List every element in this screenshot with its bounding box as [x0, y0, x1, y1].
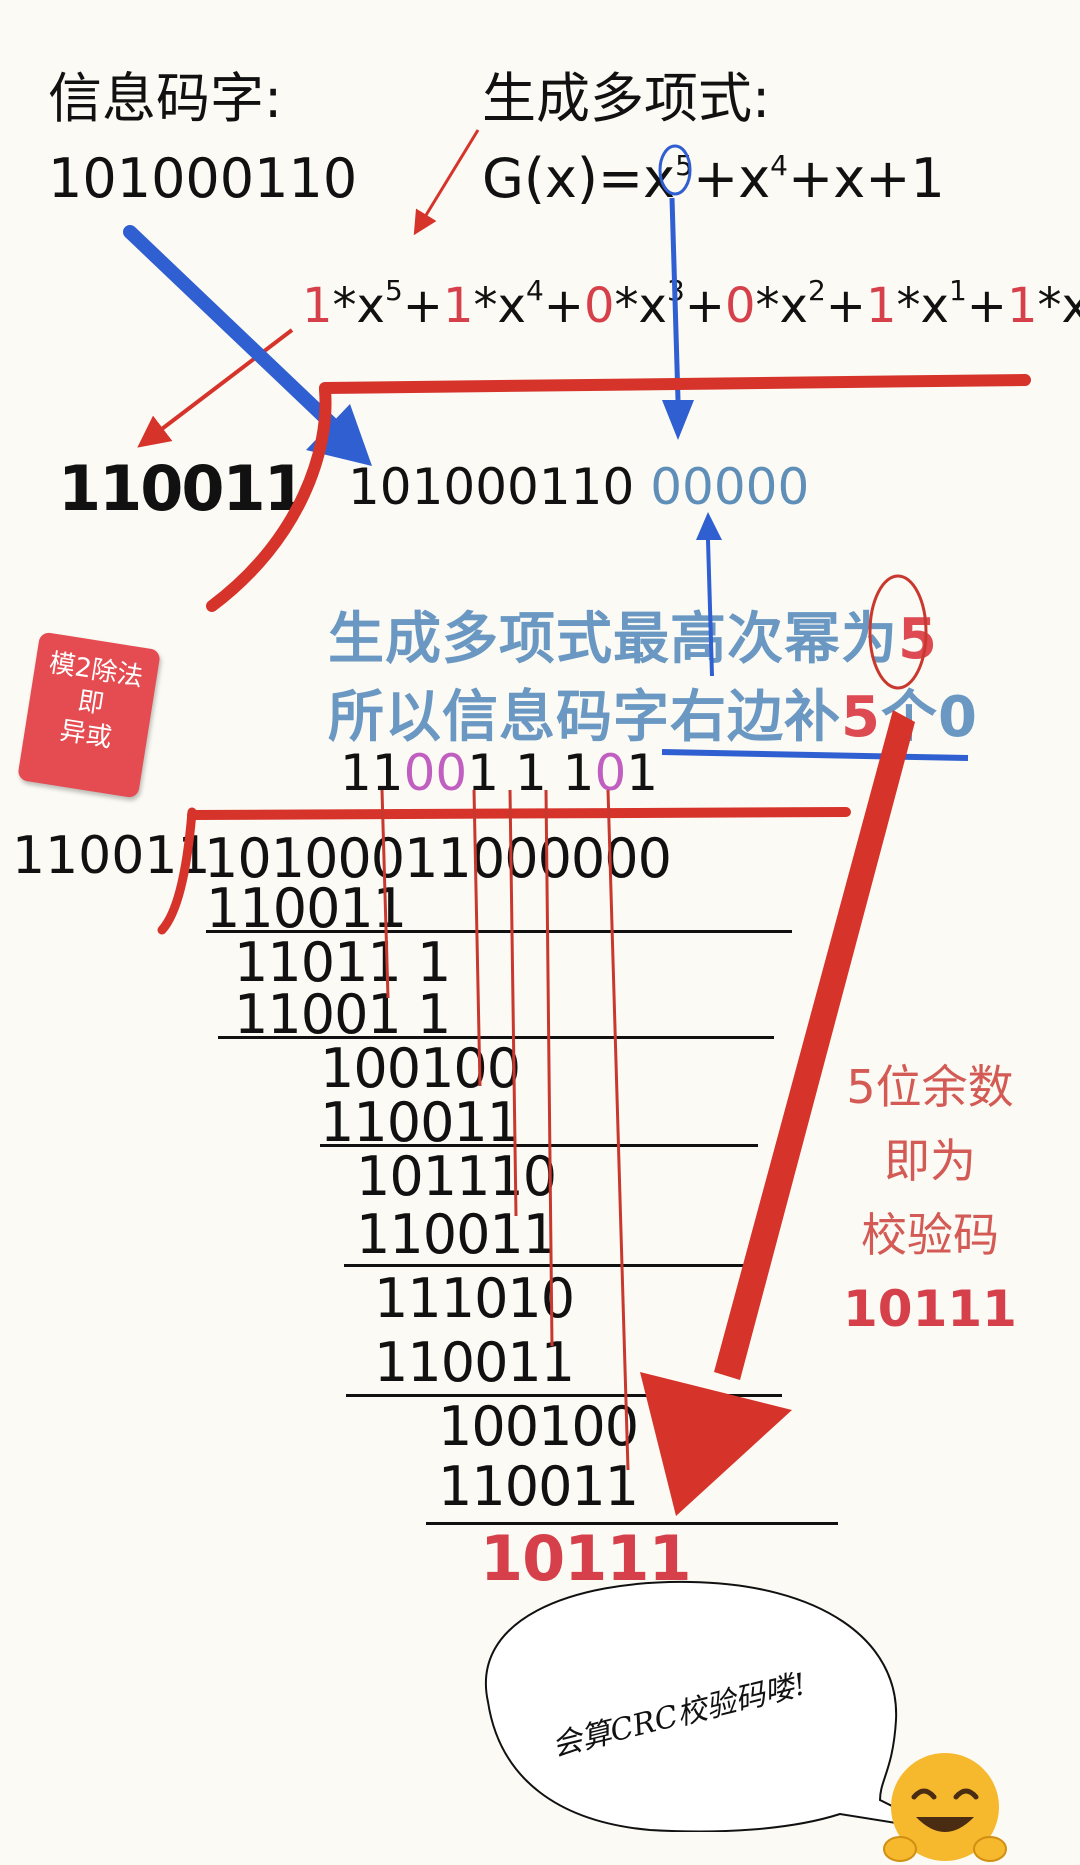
red-bracket-curve — [206, 384, 332, 612]
gen-tail: +x+1 — [788, 147, 945, 210]
expansion-exp-4: 1 — [948, 274, 967, 307]
expansion-coef-5: 1 — [1007, 278, 1038, 334]
divider-line-3 — [320, 1144, 758, 1147]
note-line-2-number: 5 — [841, 685, 881, 750]
note-line-1-text: 生成多项式最高次幂为 — [328, 607, 898, 672]
gen-mid: +x — [692, 147, 771, 210]
note-line-2-text: 所以信息码字右边补 — [328, 685, 841, 750]
expansion-exp-3: 2 — [807, 274, 826, 307]
blue-arrow-shaft — [123, 225, 345, 437]
step-9: 110011 — [374, 1331, 575, 1394]
step-7: 110011 — [356, 1203, 557, 1266]
note-line-1-number: 5 — [898, 607, 938, 672]
step-3: 11001 1 — [234, 983, 451, 1046]
divider-line-6 — [426, 1522, 838, 1525]
guide-line-5 — [606, 789, 630, 1471]
side-note-line-2: 即为 — [884, 1134, 976, 1188]
gen-exp-4: 4 — [770, 149, 788, 182]
expansion-coef-4: 1 — [866, 278, 897, 334]
side-note-line-3: 校验码 — [861, 1208, 999, 1262]
quotient-part-4: 1 — [626, 744, 659, 802]
blue-line-down — [669, 197, 681, 401]
speech-bubble — [485, 1580, 941, 1832]
side-note-value: 10111 — [843, 1280, 1017, 1338]
expansion-sep-3: + — [825, 278, 866, 334]
guide-line-1 — [380, 789, 390, 999]
divisor-top: 110011 — [58, 452, 307, 525]
quotient-part-3: 0 — [594, 744, 627, 802]
step-2: 11011 1 — [234, 931, 451, 994]
step-4: 100100 — [320, 1037, 521, 1100]
blue-arrow-up — [706, 539, 714, 677]
expansion-exp-0: 5 — [384, 274, 403, 307]
expansion-term-2: *x — [614, 278, 667, 334]
remainder: 10111 — [480, 1522, 692, 1595]
note-line-1: 生成多项式最高次幂为5 — [328, 612, 938, 668]
guide-line-3 — [508, 789, 518, 1217]
blue-line-down-head — [662, 400, 694, 440]
red-pointer-arrow-1 — [413, 129, 480, 236]
expansion-term-0: *x — [332, 278, 385, 334]
info-codeword-label: 信息码字: — [48, 67, 283, 130]
expansion-term-4: *x — [896, 278, 949, 334]
big-red-arrow-head — [640, 1372, 792, 1516]
red-bracket-top — [319, 374, 1031, 394]
expansion-term-1: *x — [473, 278, 526, 334]
expansion-exp-1: 4 — [525, 274, 544, 307]
red-division-bar — [187, 807, 851, 820]
expansion-sep-0: + — [402, 278, 443, 334]
side-note: 5位余数 即为 校验码 10111 — [830, 1050, 1030, 1346]
quotient: 11001 1 101 — [340, 748, 658, 798]
info-codeword-bits: 101000110 — [48, 147, 358, 210]
blue-underline — [661, 749, 969, 761]
side-note-line-1: 5位余数 — [846, 1060, 1014, 1114]
step-1: 110011 — [206, 877, 407, 940]
step-5: 110011 — [320, 1091, 521, 1154]
expansion-coef-3: 0 — [725, 278, 756, 334]
step-8: 111010 — [374, 1267, 575, 1330]
padding-zeros: 00000 — [650, 458, 810, 516]
guide-line-2 — [472, 789, 482, 1087]
red-division-curve — [157, 807, 197, 935]
note-line-2: 所以信息码字右边补5个0 — [328, 690, 978, 746]
quotient-part-1: 00 — [403, 744, 468, 802]
expansion-sep-4: + — [966, 278, 1007, 334]
expansion-term-3: *x — [755, 278, 808, 334]
generator-label: 生成多项式: — [482, 67, 771, 130]
smiling-face-icon — [883, 1753, 1007, 1862]
step-6: 101110 — [356, 1145, 557, 1208]
step-11: 110011 — [438, 1455, 639, 1518]
quotient-part-2: 1 1 1 — [467, 744, 595, 802]
step-10: 100100 — [438, 1395, 639, 1458]
divider-line-5 — [346, 1394, 782, 1397]
polynomial-expansion: 1*x5+1*x4+0*x3+0*x2+1*x1+1*x0 — [302, 277, 1080, 331]
gen-base: G(x)=x — [482, 147, 676, 210]
divider-line-1 — [206, 930, 792, 933]
expansion-coef-0: 1 — [302, 278, 333, 334]
big-red-arrow-shaft — [714, 710, 915, 1380]
expansion-sep-2: + — [684, 278, 725, 334]
divisor-long: 110011 — [12, 826, 211, 886]
exponent-circle — [658, 144, 692, 196]
guide-line-4 — [544, 789, 554, 1347]
expansion-term-5: *x — [1037, 278, 1080, 334]
red-pointer-arrow-2 — [137, 328, 294, 448]
expansion-sep-1: + — [543, 278, 584, 334]
quotient-part-0: 11 — [340, 744, 404, 802]
five-circle — [868, 574, 928, 690]
dividend-long: 10100011000000 — [204, 827, 672, 890]
dividend-top: 101000110 00000 — [348, 462, 809, 512]
divider-line-2 — [218, 1036, 774, 1039]
expansion-coef-2: 0 — [584, 278, 615, 334]
blue-arrow-up-head — [696, 512, 722, 540]
dividend-bits: 101000110 — [348, 458, 635, 516]
expansion-coef-1: 1 — [443, 278, 474, 334]
